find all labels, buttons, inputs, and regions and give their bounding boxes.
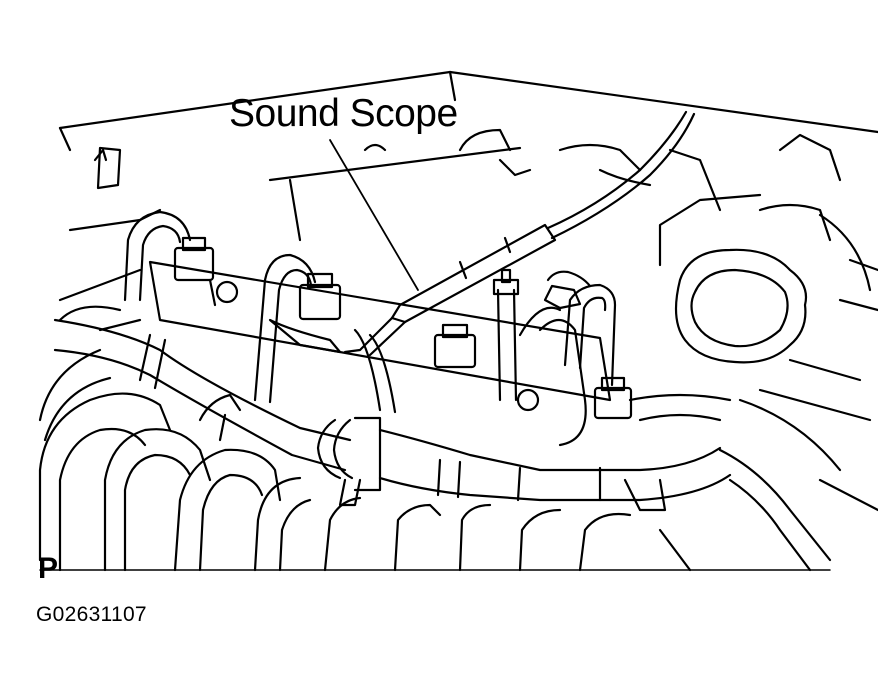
engine-cover-outline (58, 70, 878, 242)
view-marker-label: P (38, 552, 59, 585)
wire-harness (123, 210, 617, 414)
intake-manifold (38, 348, 632, 572)
sound-scope-label: Sound Scope (229, 92, 458, 135)
oil-filler-cap (363, 128, 878, 422)
fuel-rail (58, 260, 612, 402)
dipstick-tube (492, 268, 592, 402)
right-lower-assembly (628, 393, 878, 572)
sound-scope-probe (343, 110, 696, 357)
figure-code-label: G02631107 (36, 603, 147, 626)
vacuum-hose (53, 306, 732, 512)
leader-line (329, 139, 419, 291)
